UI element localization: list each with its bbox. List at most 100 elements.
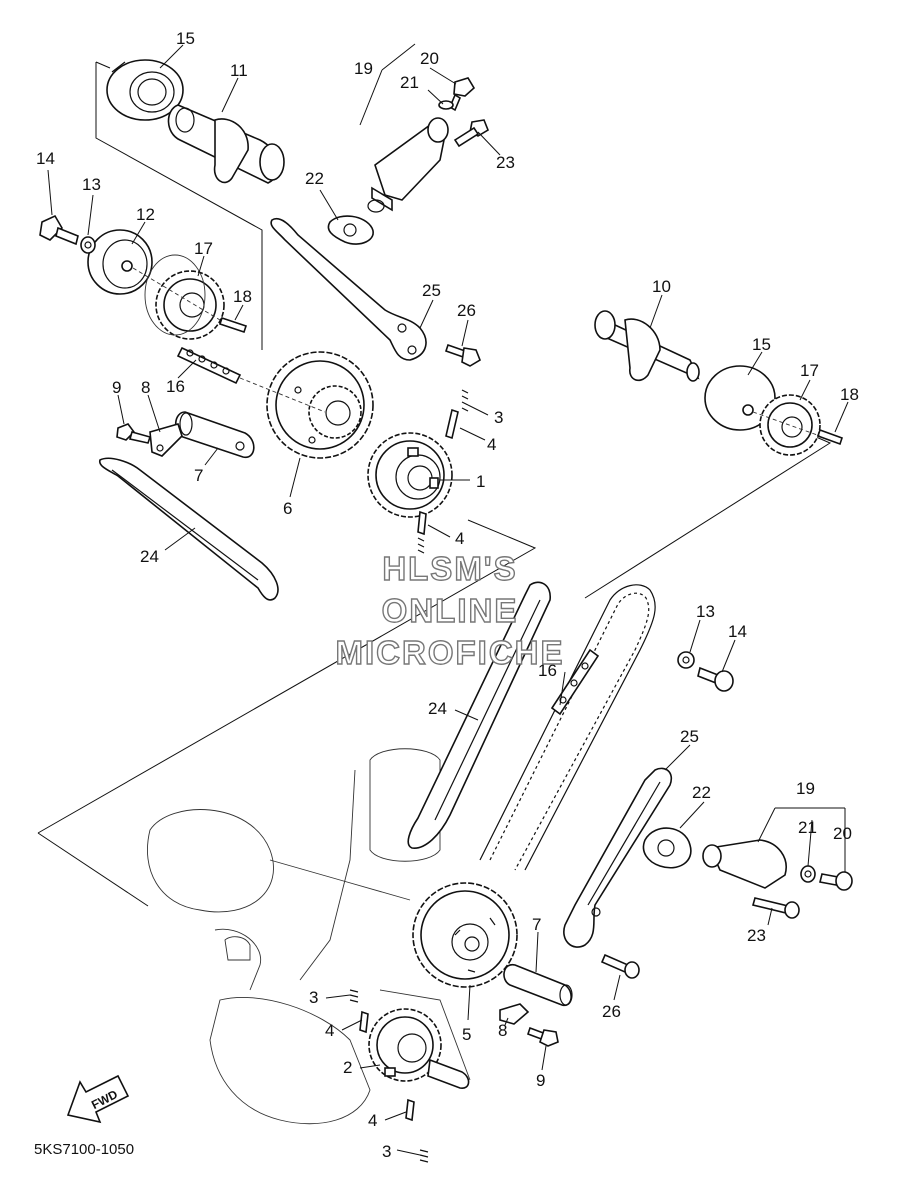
gasket-22-lower[interactable] [642,827,692,869]
bolt-14-lower[interactable] [697,666,734,692]
callout-4-lower[interactable]: 4 [325,1021,334,1040]
bolt-9-upper[interactable] [116,423,152,444]
callout-11[interactable]: 11 [230,61,248,80]
pin-4-upper[interactable] [445,408,459,440]
callout-21-lower[interactable]: 21 [798,818,817,837]
callout-21[interactable]: 21 [400,73,419,92]
watermark-line-3: MICROFICHE [336,634,565,671]
idler-shaft-7-upper[interactable] [174,411,255,458]
callout-15[interactable]: 15 [176,29,195,48]
cam-gear-17-lower[interactable] [759,394,821,456]
callout-4[interactable]: 4 [487,435,496,454]
callout-23-lower[interactable]: 23 [747,926,766,945]
washer-13-upper[interactable] [80,236,96,254]
idler-shaft-7-lower[interactable] [503,963,573,1007]
callout-5[interactable]: 5 [462,1025,471,1044]
camshaft-11[interactable] [167,104,285,184]
callout-22-lower[interactable]: 22 [692,783,711,802]
spring-3-lower[interactable] [349,989,429,1163]
bolt-26-lower[interactable] [600,953,640,979]
callout-1[interactable]: 1 [476,472,485,491]
tensioner-guide-25-upper[interactable] [270,217,427,361]
callout-3-bottom[interactable]: 3 [382,1142,391,1161]
chain-16-upper[interactable] [176,346,242,385]
callout-22[interactable]: 22 [305,169,324,188]
cam-plate-15-lower[interactable] [704,365,776,431]
callout-20[interactable]: 20 [420,49,439,68]
pin-4-middle[interactable] [417,510,427,554]
callout-24-lower[interactable]: 24 [428,699,447,718]
crank-gear-2[interactable] [368,1008,470,1089]
bolt-20-upper[interactable] [448,77,476,112]
callout-4-bottom[interactable]: 4 [368,1111,377,1130]
bolt-14-upper[interactable] [39,214,79,246]
callout-26-lower[interactable]: 26 [602,1002,621,1021]
callout-17-right[interactable]: 17 [800,361,819,380]
callout-15-right[interactable]: 15 [752,335,771,354]
washer-21-lower[interactable] [800,865,816,883]
bolt-23-lower[interactable] [752,897,800,919]
callout-3[interactable]: 3 [494,408,503,427]
callout-14-lower[interactable]: 14 [728,622,747,641]
callout-16[interactable]: 16 [166,377,185,396]
dowel-pin-18-lower[interactable] [816,428,844,446]
pin-4-lower[interactable] [359,1010,415,1122]
callout-7[interactable]: 7 [194,466,203,485]
spring-3-upper[interactable] [461,389,469,412]
callout-3-lower[interactable]: 3 [309,988,318,1007]
callout-8[interactable]: 8 [141,378,150,397]
idler-gear-6[interactable] [266,351,374,459]
bolt-26-upper[interactable] [444,343,481,367]
bolt-23-upper[interactable] [453,119,489,148]
camshaft-10[interactable] [594,310,700,382]
callout-13-lower[interactable]: 13 [696,602,715,621]
callout-19-lower[interactable]: 19 [796,779,815,798]
callout-labels: 15 11 19 20 21 23 22 14 13 12 17 18 25 2… [36,29,859,1161]
callout-10[interactable]: 10 [652,277,671,296]
chain-guide-24-lower[interactable] [407,581,551,849]
callout-4-middle[interactable]: 4 [455,529,464,548]
idler-gear-5[interactable] [412,882,518,988]
callout-25-lower[interactable]: 25 [680,727,699,746]
callout-17[interactable]: 17 [194,239,213,258]
bearing-15-upper[interactable] [106,59,184,121]
stopper-plate-8-upper[interactable] [149,423,183,457]
engine-crankcase-outline [147,748,471,1125]
callout-9[interactable]: 9 [112,378,121,397]
tensioner-guide-25-lower[interactable] [563,767,673,948]
cam-sprocket-plate-12[interactable] [87,229,153,295]
callout-6[interactable]: 6 [283,499,292,518]
callout-7-lower[interactable]: 7 [532,915,541,934]
callout-14[interactable]: 14 [36,149,55,168]
cam-chain-16-lower[interactable] [479,584,656,871]
bolt-20-lower[interactable] [819,871,853,891]
callout-26[interactable]: 26 [457,301,476,320]
chain-guide-24-upper[interactable] [98,457,279,601]
gasket-22-upper[interactable] [327,215,374,245]
callout-19[interactable]: 19 [354,59,373,78]
callout-24[interactable]: 24 [140,547,159,566]
callout-16-lower[interactable]: 16 [538,661,557,680]
callout-8-lower[interactable]: 8 [498,1021,507,1040]
callout-25[interactable]: 25 [422,281,441,300]
callout-13[interactable]: 13 [82,175,101,194]
drive-gear-1[interactable] [367,432,453,518]
callout-leaders [47,43,849,1156]
tensioner-19-lower[interactable] [702,839,787,889]
callout-18[interactable]: 18 [233,287,252,306]
watermark: HLSM'S ONLINE MICROFICHE [335,549,565,671]
callout-23[interactable]: 23 [496,153,515,172]
dowel-pin-18-upper[interactable] [218,316,248,334]
callout-20-lower[interactable]: 20 [833,824,852,843]
callout-2[interactable]: 2 [343,1058,352,1077]
diagram-code: 5KS7100-1050 [34,1141,134,1158]
callout-12[interactable]: 12 [136,205,155,224]
bolt-9-lower[interactable] [526,1026,559,1047]
tensioner-19-upper[interactable] [367,117,449,213]
callout-18-right[interactable]: 18 [840,385,859,404]
stopper-plate-8-lower[interactable] [499,1003,530,1025]
washer-13-lower[interactable] [677,651,695,669]
cam-gear-17-upper[interactable] [144,254,225,340]
callout-9-lower[interactable]: 9 [536,1071,545,1090]
